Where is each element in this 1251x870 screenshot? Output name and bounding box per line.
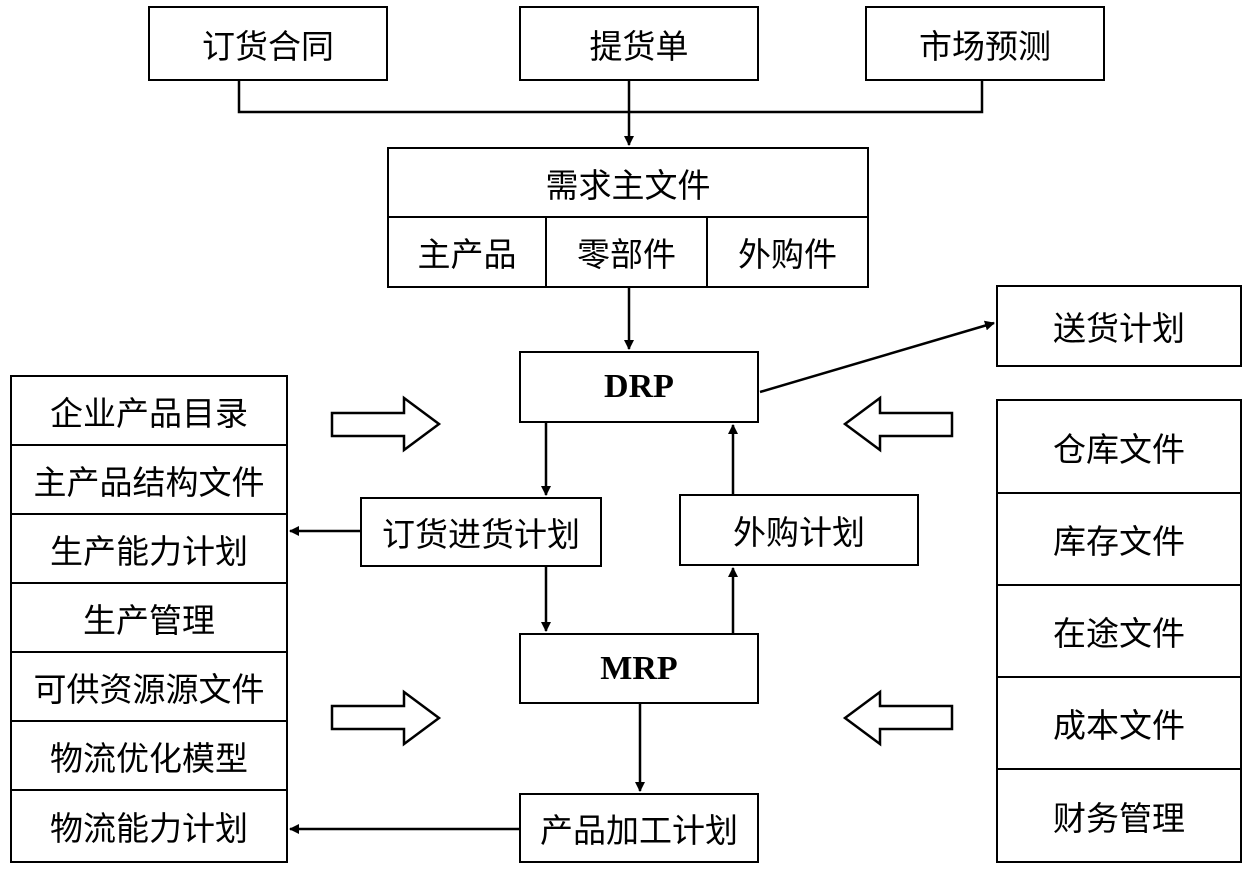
block-arrow-left-lower <box>330 689 442 747</box>
delivery-plan-box: 送货计划 <box>996 285 1242 367</box>
right-file-stack: 仓库文件 库存文件 在途文件 成本文件 财务管理 <box>996 399 1242 863</box>
demand-master-file-title: 需求主文件 <box>389 149 867 218</box>
right-stack-item: 成本文件 <box>998 678 1240 770</box>
block-arrow-left-upper <box>330 395 442 453</box>
demand-column-main-product: 主产品 <box>389 218 547 286</box>
block-arrow-right-lower <box>842 689 954 747</box>
left-stack-item: 物流优化模型 <box>12 722 286 791</box>
mrp-box: MRP <box>519 633 759 704</box>
right-stack-item: 财务管理 <box>1053 798 1185 838</box>
drp-box: DRP <box>519 351 759 423</box>
block-arrow-right-upper <box>842 395 954 453</box>
source-merge-line <box>237 81 984 114</box>
demand-column-purchased-parts: 外购件 <box>738 235 837 274</box>
outsourcing-plan-box: 外购计划 <box>679 494 919 566</box>
source-box-market-forecast: 市场预测 <box>865 6 1105 81</box>
left-file-stack: 企业产品目录 主产品结构文件 生产能力计划 生产管理 可供资源源文件 物流优化模… <box>10 375 288 863</box>
product-processing-plan-box: 产品加工计划 <box>519 793 759 863</box>
demand-master-file: 需求主文件 主产品 零部件 外购件 <box>387 147 869 288</box>
right-stack-item: 在途文件 <box>998 586 1240 678</box>
left-stack-item: 主产品结构文件 <box>12 446 286 515</box>
left-stack-item: 物流能力计划 <box>50 809 248 848</box>
right-stack-item: 库存文件 <box>998 494 1240 586</box>
arrow-drp-to-delivery <box>759 320 995 394</box>
source-box-delivery-note: 提货单 <box>519 6 759 81</box>
source-box-order-contract: 订货合同 <box>148 6 388 81</box>
order-purchase-plan-box: 订货进货计划 <box>360 497 602 567</box>
demand-column-components: 零部件 <box>547 218 708 286</box>
left-stack-item: 可供资源源文件 <box>12 653 286 722</box>
left-stack-item: 企业产品目录 <box>12 377 286 446</box>
right-stack-item: 仓库文件 <box>998 401 1240 494</box>
left-stack-item: 生产能力计划 <box>12 515 286 584</box>
left-stack-item: 生产管理 <box>12 584 286 653</box>
